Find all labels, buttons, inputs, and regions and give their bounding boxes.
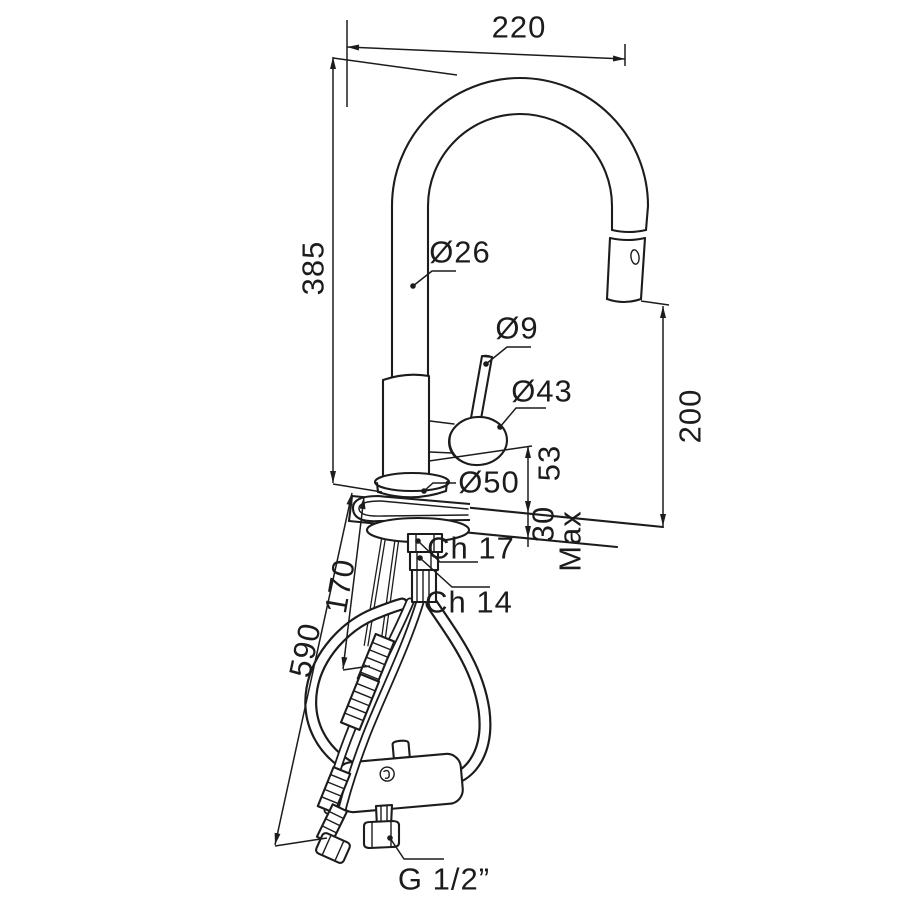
callout-lever-diameter: Ø9	[483, 311, 538, 367]
dimension-200: 200	[640, 300, 708, 526]
callout-label-handle-diameter: Ø43	[511, 374, 573, 409]
threaded-tail	[410, 568, 438, 604]
hose-end-connector	[362, 803, 401, 850]
callout-label-thread: G 1/2”	[398, 862, 490, 897]
dim-label-spout-height: 385	[296, 241, 331, 296]
callout-wrench-lower: Ch 14	[417, 555, 513, 620]
callout-base-diameter: Ø50	[421, 465, 520, 500]
callout-wrench-upper: Ch 17	[415, 531, 515, 566]
dimension-385: 385	[296, 57, 458, 493]
base-flange	[373, 471, 451, 499]
dim-label-shank-depth: 170	[318, 556, 362, 616]
callout-spout-diameter: Ø26	[410, 235, 491, 289]
dimension-220: 220	[346, 10, 626, 107]
dimension-53: 53	[428, 445, 567, 513]
dim-label-deck-thickness: 30	[526, 506, 561, 542]
dim-label-spout-reach: 220	[492, 10, 547, 45]
weight-top-stub	[391, 739, 411, 760]
callout-handle-diameter: Ø43	[497, 374, 573, 430]
brand-logo-mark	[379, 766, 395, 782]
handle-lever	[469, 354, 494, 421]
threaded-shank	[406, 532, 444, 604]
dim-label-head-to-deck: 200	[673, 389, 708, 444]
callout-label-wrench-lower: Ch 14	[425, 585, 513, 620]
hose-counterweight	[336, 739, 464, 814]
dim-label-body-to-deck: 53	[532, 445, 567, 481]
callout-label-wrench-upper: Ch 17	[427, 531, 515, 566]
callout-label-spout-diameter: Ø26	[429, 235, 491, 270]
spray-head	[605, 228, 648, 304]
mounting-studs	[363, 522, 402, 650]
handle-knob	[447, 415, 509, 467]
callout-label-lever-diameter: Ø9	[495, 311, 538, 346]
callout-label-base-diameter: Ø50	[458, 465, 520, 500]
mixer-body	[373, 354, 509, 499]
g-half-nut	[362, 819, 401, 850]
spout-gooseneck	[390, 77, 650, 394]
spray-toggle-button	[630, 249, 640, 265]
dim-label-deck-thickness-note: Max	[553, 510, 588, 572]
callout-thread: G 1/2”	[387, 835, 490, 897]
dimension-30-max: 30 Max	[525, 506, 588, 572]
